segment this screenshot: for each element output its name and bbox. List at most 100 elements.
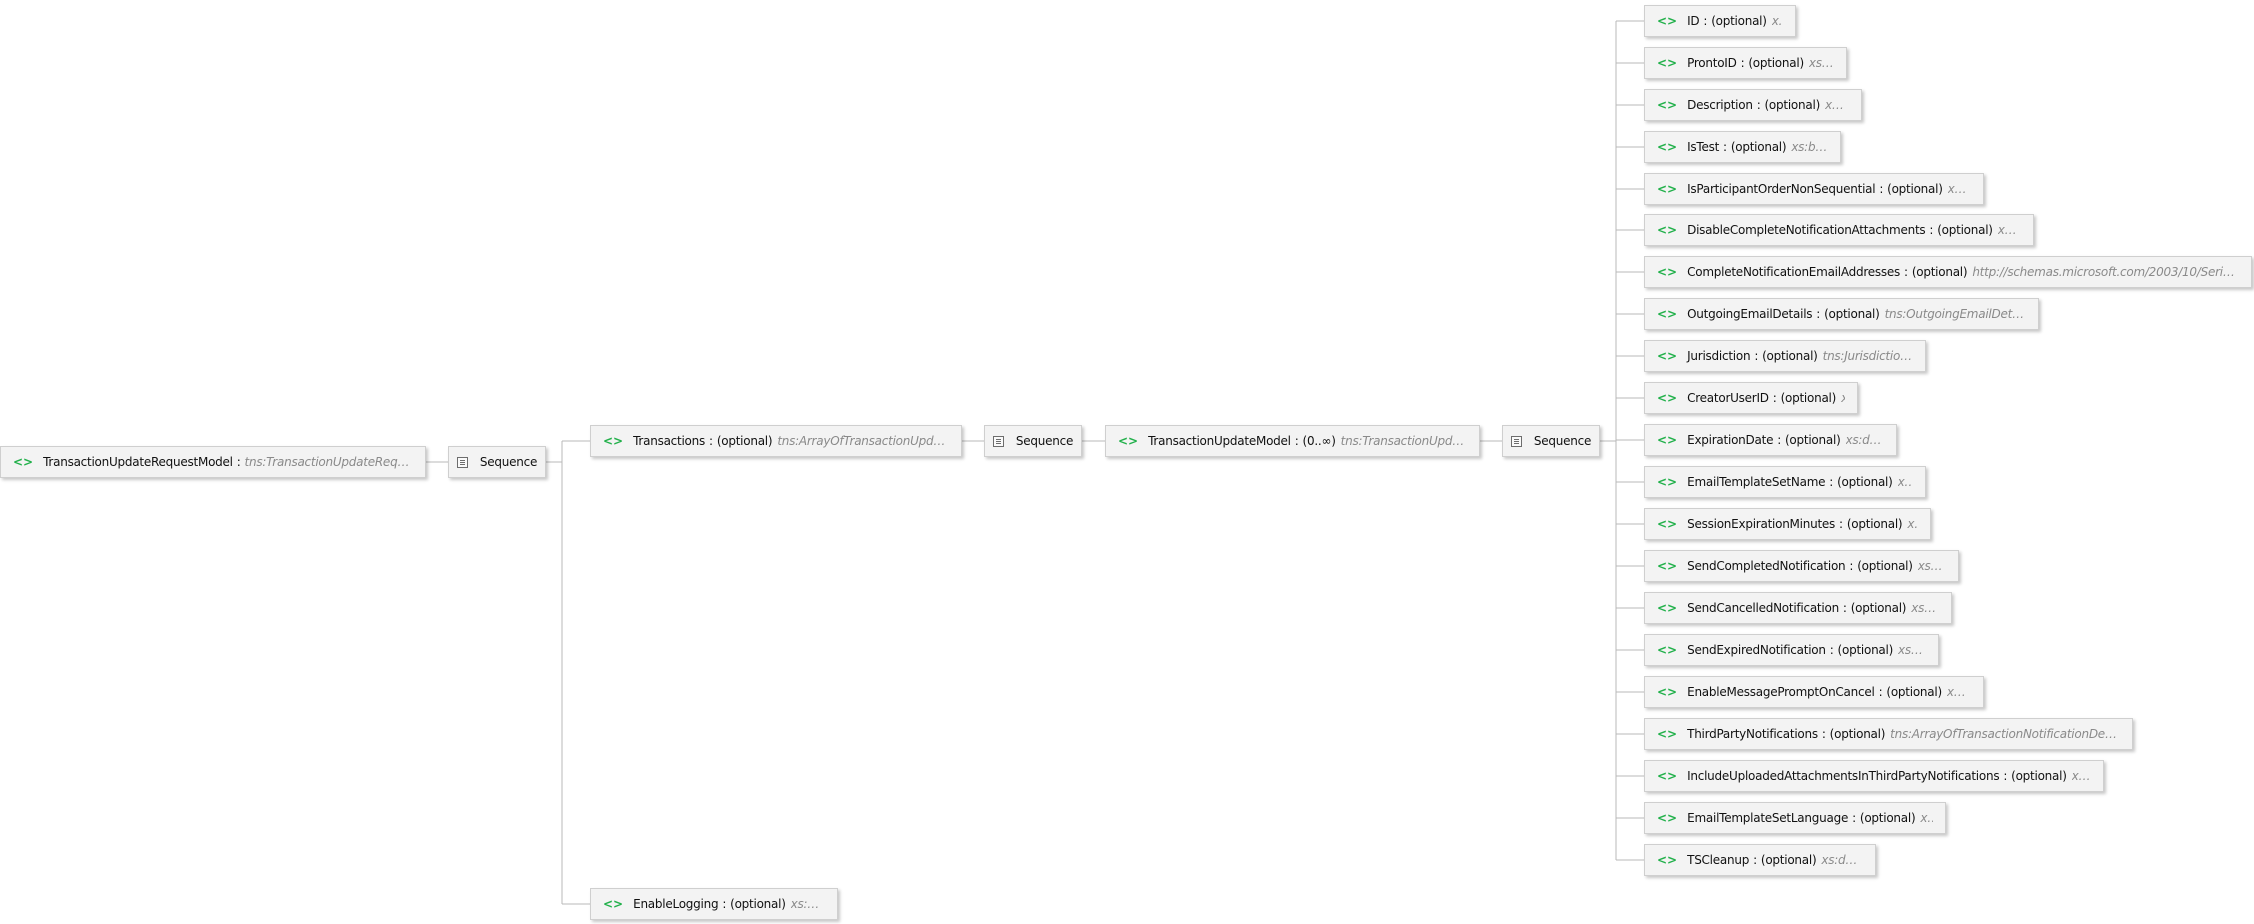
element-node-root[interactable]: <> TransactionUpdateRequestModel : tns:T… bbox=[0, 446, 426, 478]
field-node-creator-user-id[interactable]: <> CreatorUserID : (optional) xs:int bbox=[1644, 382, 1858, 414]
field-node-email-template-set-language[interactable]: <> EmailTemplateSetLanguage : (optional)… bbox=[1644, 802, 1946, 834]
element-type: xs:boolean bbox=[1946, 685, 1971, 699]
name-separator: : bbox=[1879, 182, 1884, 196]
element-occurrence: (optional) bbox=[1887, 182, 1943, 196]
element-type: xs:dateTime bbox=[1845, 433, 1885, 447]
element-type: tns:ArrayOfTransactionUpdateModel bbox=[777, 434, 949, 448]
field-node-id[interactable]: <> ID : (optional) xs:int bbox=[1644, 5, 1796, 37]
angle-brackets-icon: <> bbox=[1657, 727, 1678, 741]
field-node-send-completed-notification[interactable]: <> SendCompletedNotification : (optional… bbox=[1644, 550, 1959, 582]
name-separator: : bbox=[236, 455, 241, 469]
element-name: OutgoingEmailDetails bbox=[1687, 307, 1813, 321]
field-node-jurisdiction[interactable]: <> Jurisdiction : (optional) tns:Jurisdi… bbox=[1644, 340, 1926, 372]
name-separator: : bbox=[1703, 14, 1708, 28]
sequence-node-transactions[interactable]: Sequence bbox=[984, 425, 1082, 457]
angle-brackets-icon: <> bbox=[1657, 98, 1678, 112]
field-node-is-test[interactable]: <> IsTest : (optional) xs:boolean bbox=[1644, 131, 1841, 163]
element-occurrence: (optional) bbox=[1846, 517, 1903, 531]
sequence-compositor-icon bbox=[456, 456, 468, 468]
element-name: ID bbox=[1687, 14, 1700, 28]
angle-brackets-icon: <> bbox=[1657, 391, 1678, 405]
element-type: xs:boolean bbox=[1997, 223, 2021, 237]
element-occurrence: (optional) bbox=[1730, 140, 1787, 154]
element-occurrence: (optional) bbox=[1886, 685, 1942, 699]
name-separator: : bbox=[1878, 685, 1883, 699]
element-type: tns:JurisdictionModel bbox=[1822, 349, 1913, 363]
element-type: xs:boolean bbox=[2071, 769, 2091, 783]
field-node-expiration-date[interactable]: <> ExpirationDate : (optional) xs:dateTi… bbox=[1644, 424, 1897, 456]
field-node-outgoing-email-details[interactable]: <> OutgoingEmailDetails : (optional) tns… bbox=[1644, 298, 2039, 330]
field-node-session-expiration-minutes[interactable]: <> SessionExpirationMinutes : (optional)… bbox=[1644, 508, 1931, 540]
element-occurrence: (optional) bbox=[730, 897, 786, 911]
element-type: xs:string bbox=[1897, 475, 1913, 489]
field-node-ts-cleanup[interactable]: <> TSCleanup : (optional) xs:dateTime bbox=[1644, 844, 1876, 876]
name-separator: : bbox=[1756, 98, 1761, 112]
field-node-send-cancelled-notification[interactable]: <> SendCancelledNotification : (optional… bbox=[1644, 592, 1952, 624]
element-occurrence: (optional) bbox=[1785, 433, 1841, 447]
element-occurrence: (optional) bbox=[1857, 559, 1913, 573]
element-type: xs:string bbox=[1808, 56, 1834, 70]
name-separator: : bbox=[1852, 811, 1856, 825]
name-separator: : bbox=[1821, 727, 1826, 741]
sequence-label: Sequence bbox=[1533, 434, 1592, 448]
field-node-is-participant-order-non-sequential[interactable]: <> IsParticipantOrderNonSequential : (op… bbox=[1644, 173, 1984, 205]
angle-brackets-icon: <> bbox=[1657, 475, 1678, 489]
element-name: TransactionUpdateModel bbox=[1148, 434, 1291, 448]
angle-brackets-icon: <> bbox=[1657, 140, 1678, 154]
name-separator: : bbox=[1929, 223, 1934, 237]
element-occurrence: (optional) bbox=[1780, 391, 1837, 405]
element-name: IncludeUploadedAttachmentsInThirdPartyNo… bbox=[1687, 769, 2000, 783]
element-occurrence: (optional) bbox=[1711, 14, 1767, 28]
element-type: xs:int bbox=[1771, 14, 1783, 28]
element-occurrence: (0..∞) bbox=[1302, 434, 1336, 448]
angle-brackets-icon: <> bbox=[1657, 685, 1678, 699]
element-name: TransactionUpdateRequestModel bbox=[43, 455, 233, 469]
element-name: SendCompletedNotification bbox=[1687, 559, 1846, 573]
element-type: xs:boolean bbox=[1791, 140, 1828, 154]
angle-brackets-icon: <> bbox=[603, 434, 624, 448]
name-separator: : bbox=[709, 434, 713, 448]
element-occurrence: (optional) bbox=[1748, 56, 1804, 70]
field-node-email-template-set-name[interactable]: <> EmailTemplateSetName : (optional) xs:… bbox=[1644, 466, 1926, 498]
element-node-transactions[interactable]: <> Transactions : (optional) tns:ArrayOf… bbox=[590, 425, 962, 457]
element-name: SendExpiredNotification bbox=[1687, 643, 1826, 657]
angle-brackets-icon: <> bbox=[603, 897, 624, 911]
field-node-third-party-notifications[interactable]: <> ThirdPartyNotifications : (optional) … bbox=[1644, 718, 2133, 750]
angle-brackets-icon: <> bbox=[1657, 853, 1678, 867]
angle-brackets-icon: <> bbox=[1657, 14, 1678, 28]
sequence-node-root[interactable]: Sequence bbox=[448, 446, 546, 478]
field-node-enable-message-prompt-on-cancel[interactable]: <> EnableMessagePromptOnCancel : (option… bbox=[1644, 676, 1984, 708]
element-type: xs:int bbox=[1841, 391, 1845, 405]
sequence-label: Sequence bbox=[1015, 434, 1074, 448]
name-separator: : bbox=[1829, 643, 1834, 657]
field-node-include-uploaded-attachments[interactable]: <> IncludeUploadedAttachmentsInThirdPart… bbox=[1644, 760, 2104, 792]
angle-brackets-icon: <> bbox=[1657, 182, 1678, 196]
angle-brackets-icon: <> bbox=[1657, 811, 1678, 825]
field-node-send-expired-notification[interactable]: <> SendExpiredNotification : (optional) … bbox=[1644, 634, 1939, 666]
name-separator: : bbox=[1842, 601, 1847, 615]
element-name: EnableLogging bbox=[633, 897, 719, 911]
field-node-complete-notification-email-addresses[interactable]: <> CompleteNotificationEmailAddresses : … bbox=[1644, 256, 2252, 288]
angle-brackets-icon: <> bbox=[1657, 643, 1678, 657]
element-node-enable-logging[interactable]: <> EnableLogging : (optional) xs:boolean bbox=[590, 888, 838, 920]
element-node-transaction-update-model[interactable]: <> TransactionUpdateModel : (0..∞) tns:T… bbox=[1105, 425, 1480, 457]
name-separator: : bbox=[1777, 433, 1781, 447]
field-node-description[interactable]: <> Description : (optional) xs:string bbox=[1644, 89, 1862, 121]
sequence-node-model[interactable]: Sequence bbox=[1502, 425, 1600, 457]
element-type: http://schemas.microsoft.com/2003/10/Ser… bbox=[1972, 265, 2239, 279]
angle-brackets-icon: <> bbox=[13, 455, 34, 469]
name-separator: : bbox=[722, 897, 727, 911]
angle-brackets-icon: <> bbox=[1657, 307, 1678, 321]
name-separator: : bbox=[1839, 517, 1843, 531]
element-occurrence: (optional) bbox=[1937, 223, 1993, 237]
element-name: TSCleanup bbox=[1687, 853, 1750, 867]
element-name: EmailTemplateSetName bbox=[1687, 475, 1826, 489]
field-node-pronto-id[interactable]: <> ProntoID : (optional) xs:string bbox=[1644, 47, 1847, 79]
element-occurrence: (optional) bbox=[1837, 643, 1894, 657]
field-node-disable-complete-notification-attachments[interactable]: <> DisableCompleteNotificationAttachment… bbox=[1644, 214, 2034, 246]
element-name: Jurisdiction bbox=[1687, 349, 1751, 363]
element-name: EmailTemplateSetLanguage bbox=[1687, 811, 1849, 825]
element-occurrence: (optional) bbox=[1760, 853, 1817, 867]
element-name: IsTest bbox=[1687, 140, 1720, 154]
element-occurrence: (optional) bbox=[1762, 349, 1818, 363]
